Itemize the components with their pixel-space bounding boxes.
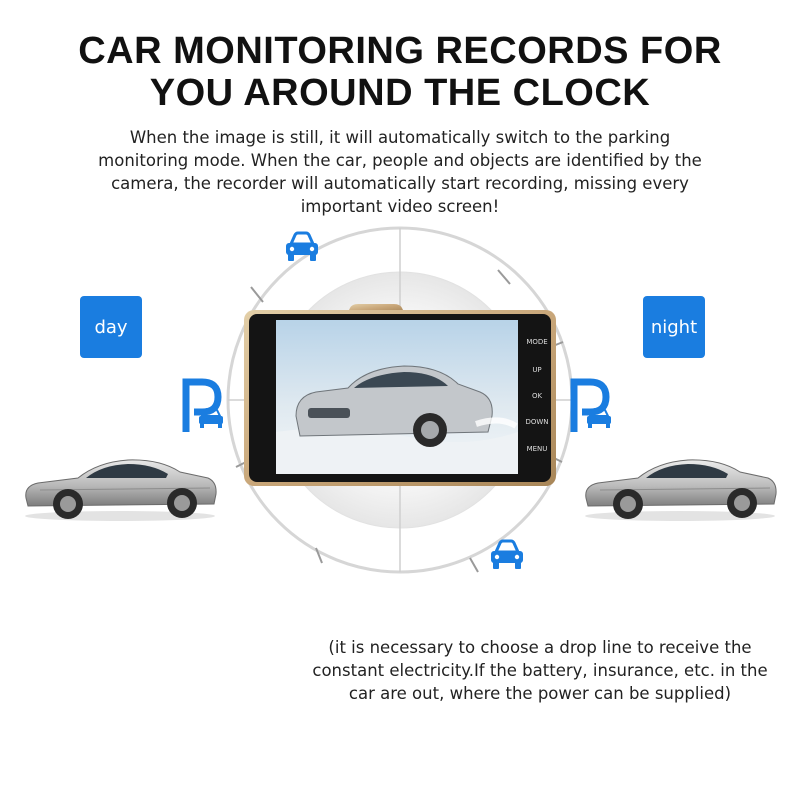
day-badge: day [80,296,142,358]
headline-line-1: CAR MONITORING RECORDS FOR [78,30,722,72]
note-line-2: constant electricity.If the battery, ins… [312,661,768,680]
night-badge: night [643,296,705,358]
down-button[interactable]: DOWN [525,418,549,426]
ok-button[interactable]: OK [531,392,543,400]
menu-button[interactable]: MENU [526,445,548,453]
intro-line-3: camera, the recorder will automatically … [111,174,689,193]
ring-ticks [235,269,564,573]
silver-car-right-image [585,459,777,521]
note-line-3: car are out, where the power can be supp… [348,684,732,703]
silver-car-left-image [25,459,217,521]
headline-line-2: YOU AROUND THE CLOCK [149,72,651,114]
intro-line-1: When the image is still, it will automat… [129,128,671,147]
parking-icon [570,378,611,432]
power-note: (it is necessary to choose a drop line t… [290,636,790,705]
headline: CAR MONITORING RECORDS FOR YOU AROUND TH… [0,30,800,114]
parking-icon [182,378,223,432]
mode-button[interactable]: MODE [526,338,548,346]
dash-cam-device: MODE UP OK DOWN MENU [244,304,556,486]
intro-paragraph: When the image is still, it will automat… [70,126,730,218]
intro-line-4: important video screen! [300,197,500,216]
car-front-icon [286,231,318,261]
note-line-1: (it is necessary to choose a drop line t… [328,638,752,657]
intro-line-2: monitoring mode. When the car, people an… [98,151,702,170]
car-front-icon [491,539,523,569]
up-button[interactable]: UP [532,366,542,374]
dash-cam-body [244,304,556,486]
